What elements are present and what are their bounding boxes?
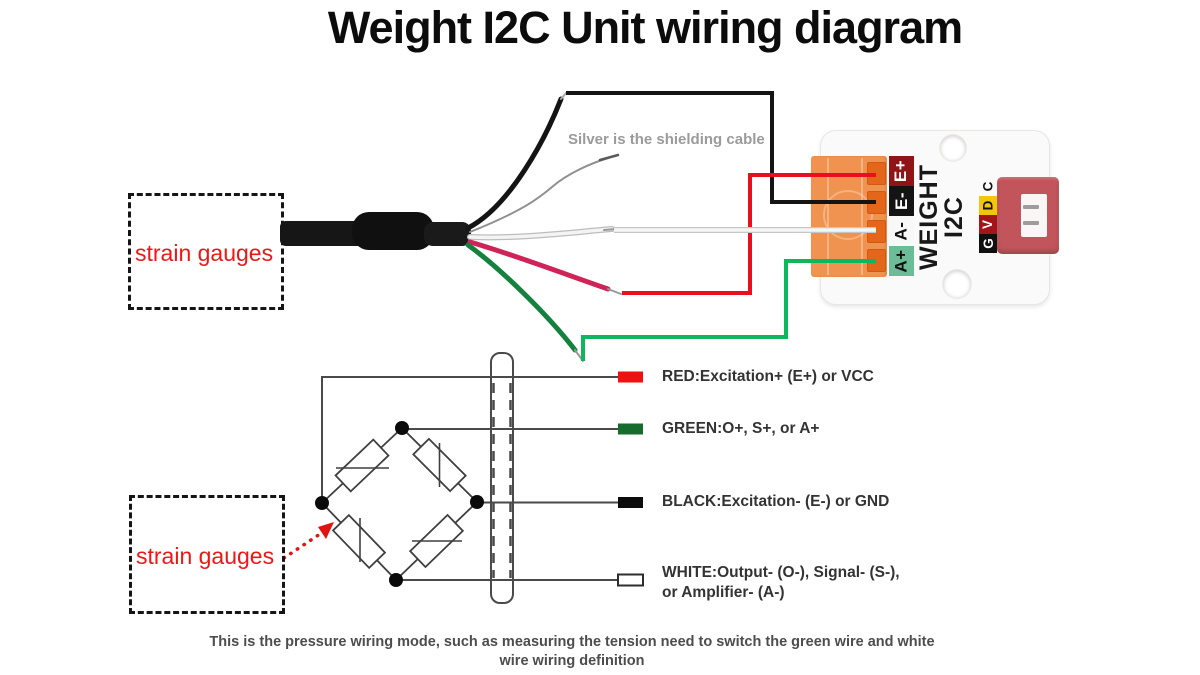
strain-gauges-pointer-arrow — [282, 522, 334, 560]
white-wire-photo — [468, 227, 614, 240]
load-cell-bar — [490, 352, 514, 604]
bridge-diamond — [320, 426, 479, 582]
sensor-cable — [280, 212, 471, 250]
caption-line2: wire wiring definition — [499, 653, 645, 669]
terminal-block-watermark — [823, 190, 873, 240]
grove-pin-label-g: G — [979, 234, 997, 253]
strain-gauge-symbol — [334, 438, 390, 493]
red-wire-tip — [607, 288, 622, 295]
terminal-label-eminus: E- — [889, 186, 914, 216]
terminal-label-eplus-text: E+ — [891, 159, 911, 183]
legend-swatch-green — [618, 423, 643, 435]
wheatstone-bridge — [315, 421, 484, 587]
terminal-slot-eminus — [867, 191, 886, 214]
green-wire-tip — [574, 349, 584, 362]
terminal-label-aminus: A- — [889, 216, 914, 246]
cable-silver-strand — [281, 226, 329, 233]
bridge-node — [470, 495, 484, 509]
bridge-node — [395, 421, 409, 435]
bridge-node — [389, 573, 403, 587]
cable-silver-strand — [281, 233, 325, 236]
legend-text-white-line2: or Amplifier- (A-) — [662, 584, 785, 601]
white-wire-photo-casing — [467, 226, 615, 241]
red-wire-photo — [467, 239, 611, 292]
terminal-slot-aminus — [867, 220, 886, 243]
grove-connector-pin — [1023, 221, 1039, 225]
terminal-slot-aplus — [867, 249, 886, 272]
terminal-slot-eplus — [867, 162, 886, 185]
caption-line1: This is the pressure wiring mode, such a… — [209, 634, 935, 650]
grove-connector-cavity — [1021, 194, 1047, 237]
legend-swatch-red — [618, 371, 643, 383]
strain-gauges-box-bottom: strain gauges — [129, 495, 285, 614]
arrow-head — [318, 522, 334, 539]
legend-text-green: GREEN:O+, S+, or A+ — [662, 420, 820, 437]
white-wire-tip — [603, 228, 617, 231]
load-cell-bar-outline — [490, 352, 514, 604]
lead-to-red-swatch — [321, 376, 619, 503]
module-name-line1: WEIGHT — [915, 164, 943, 270]
bridge-node — [315, 496, 329, 510]
page-title: Weight I2C Unit wiring diagram — [327, 2, 963, 53]
legend-text-white-line1: WHITE:Output- (O-), Signal- (S-), — [662, 564, 900, 581]
silver-wire-tip — [598, 153, 620, 162]
legend-swatches — [617, 371, 644, 587]
green-wire-photo — [465, 242, 578, 353]
grove-pin-c-text: C — [980, 181, 996, 192]
terminal-label-eplus: E+ — [889, 156, 914, 186]
legend-leads — [321, 376, 619, 581]
terminal-label-aplus: A+ — [889, 246, 914, 276]
legend-text-red: RED:Excitation+ (E+) or VCC — [662, 368, 874, 385]
legend-swatch-white — [617, 573, 644, 587]
strain-gauge-symbol — [408, 513, 465, 569]
grove-pin-label-c: C — [979, 177, 997, 196]
mounting-hole-bottom — [943, 270, 971, 298]
legend-text-white: WHITE:Output- (O-), Signal- (S-), or Amp… — [662, 563, 900, 603]
grove-pin-g-text: G — [980, 238, 996, 249]
black-wire-photo — [465, 96, 564, 231]
cable-sheath — [280, 221, 376, 246]
silver-shield-wire — [469, 157, 609, 233]
terminal-label-eminus-text: E- — [891, 192, 911, 210]
arrow-dotted-shaft — [282, 532, 322, 560]
terminal-label-aminus-text: A- — [891, 221, 911, 241]
strain-gauge-symbol — [331, 513, 387, 570]
terminal-label-aplus-text: A+ — [891, 249, 911, 273]
grove-pin-d-text: D — [980, 200, 996, 211]
strain-gauge-symbol — [412, 437, 467, 493]
mounting-hole-top — [940, 135, 966, 161]
strain-gauges-label-bottom: strain gauges — [136, 543, 275, 569]
grove-pin-v-text: V — [980, 219, 996, 230]
grove-pin-label-v: V — [979, 215, 997, 234]
grove-connector — [997, 177, 1059, 254]
grove-connector-pin — [1023, 205, 1039, 209]
cable-bulge — [352, 212, 434, 250]
shielding-cable-note: Silver is the shielding cable — [568, 131, 765, 148]
bottom-caption: This is the pressure wiring mode, such a… — [172, 633, 972, 671]
cable-end — [424, 222, 471, 246]
grove-pin-label-d: D — [979, 196, 997, 215]
strain-gauges-box-top: strain gauges — [128, 193, 284, 310]
legend-text-black: BLACK:Excitation- (E-) or GND — [662, 493, 890, 510]
black-wire-tip — [560, 91, 568, 100]
strain-gauges-label-top: strain gauges — [135, 240, 274, 266]
legend-swatch-black — [618, 497, 643, 508]
